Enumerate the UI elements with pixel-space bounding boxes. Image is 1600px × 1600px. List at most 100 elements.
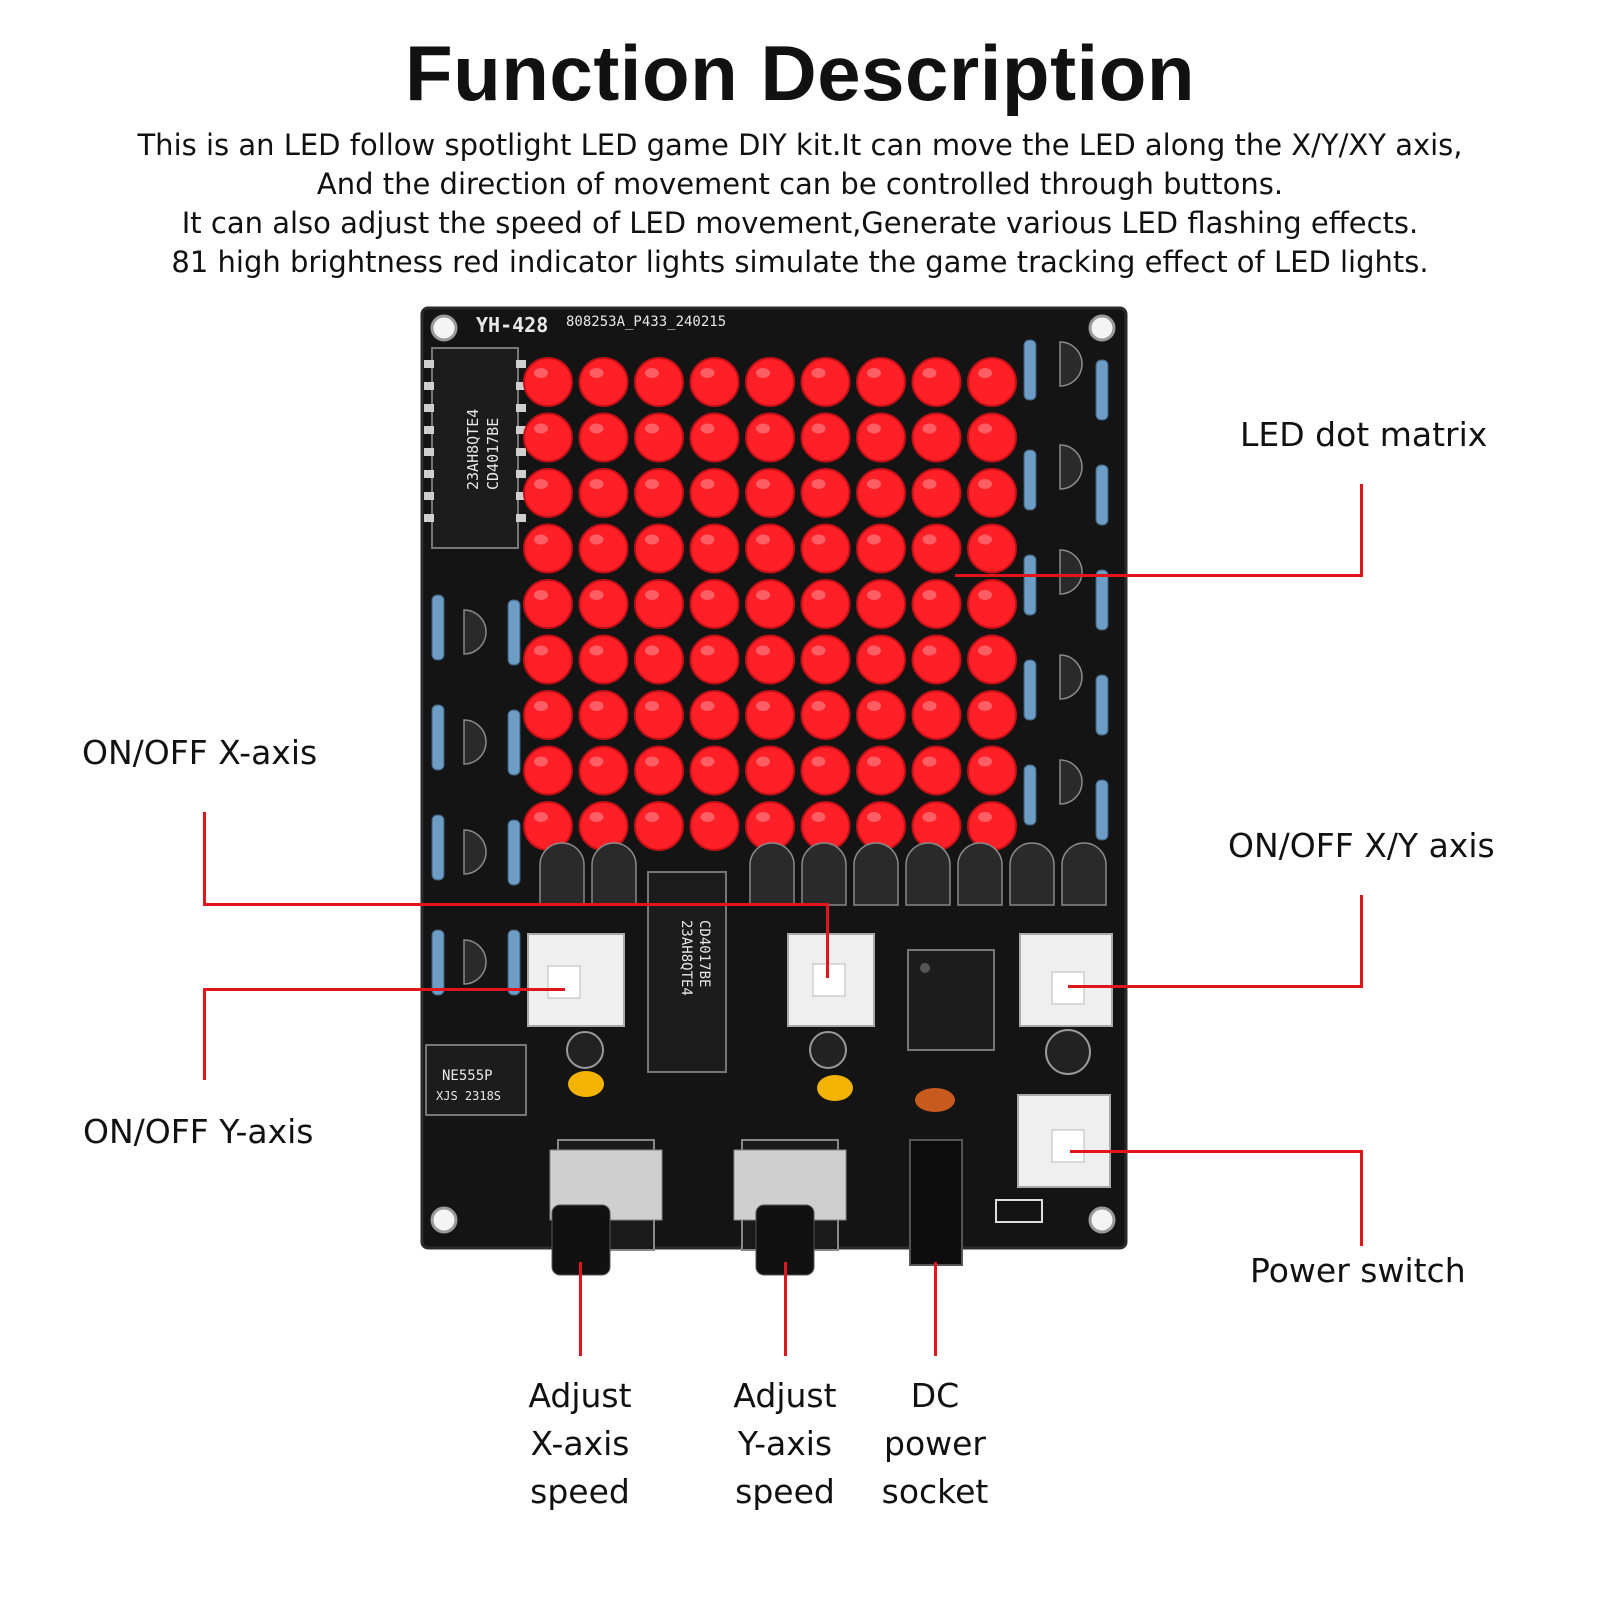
label-adjust-x-line1: Adjust bbox=[528, 1376, 632, 1415]
label-adjust-x-line3: speed bbox=[530, 1472, 630, 1511]
led-highlight bbox=[589, 756, 604, 767]
button-power bbox=[1017, 1094, 1111, 1188]
led bbox=[523, 745, 573, 796]
capacitors bbox=[566, 1029, 1091, 1112]
led bbox=[745, 523, 795, 574]
led bbox=[578, 634, 629, 685]
led bbox=[689, 412, 740, 463]
label-dc-line2: power bbox=[884, 1424, 986, 1463]
led bbox=[689, 579, 740, 629]
led-highlight bbox=[978, 812, 992, 822]
led-highlight bbox=[700, 368, 715, 378]
description-line-4: 81 high brightness red indicator lights … bbox=[171, 245, 1429, 279]
led-highlight bbox=[589, 479, 604, 489]
label-dc-line1: DC bbox=[910, 1376, 960, 1415]
led-highlight bbox=[756, 590, 770, 600]
led-highlight bbox=[756, 645, 770, 656]
led-highlight bbox=[589, 368, 604, 378]
leader-line-adjust-y bbox=[784, 1262, 787, 1356]
leader-line-led-matrix-v bbox=[1360, 484, 1363, 577]
led-highlight bbox=[811, 756, 826, 767]
led bbox=[745, 579, 795, 629]
led-dot-matrix bbox=[523, 357, 1017, 851]
led bbox=[689, 690, 740, 740]
led bbox=[967, 523, 1017, 574]
ic-mid-line2: CD4017BE bbox=[696, 920, 712, 987]
led-highlight bbox=[811, 534, 826, 545]
led bbox=[967, 579, 1017, 629]
label-on-off-y-axis: ON/OFF Y-axis bbox=[83, 1112, 314, 1151]
led-highlight bbox=[978, 534, 992, 545]
led bbox=[967, 468, 1017, 518]
leader-line-x-axis-v1 bbox=[203, 812, 206, 905]
led bbox=[967, 690, 1017, 740]
led bbox=[745, 357, 795, 407]
led bbox=[745, 468, 795, 518]
led-highlight bbox=[700, 645, 715, 656]
left-components bbox=[431, 594, 521, 996]
bottom-transistors bbox=[539, 842, 1107, 906]
led bbox=[523, 690, 573, 740]
led-highlight bbox=[922, 756, 937, 767]
led bbox=[800, 468, 851, 518]
led-highlight bbox=[700, 423, 715, 434]
led-highlight bbox=[645, 590, 659, 600]
led-highlight bbox=[867, 534, 881, 545]
led bbox=[856, 634, 906, 685]
potentiometers bbox=[549, 1139, 847, 1276]
pot-y-speed bbox=[733, 1139, 847, 1276]
led-highlight bbox=[645, 645, 659, 656]
led bbox=[578, 412, 629, 463]
description-line-1: This is an LED follow spotlight LED game… bbox=[137, 128, 1463, 162]
led-highlight bbox=[534, 590, 548, 600]
led-highlight bbox=[756, 479, 770, 489]
led-highlight bbox=[811, 701, 826, 711]
ic-ne555-right bbox=[907, 949, 995, 1051]
led-highlight bbox=[978, 479, 992, 489]
led-highlight bbox=[811, 645, 826, 656]
led bbox=[911, 579, 962, 629]
led bbox=[745, 690, 795, 740]
label-adjust-x-line2: X-axis bbox=[530, 1424, 630, 1463]
led bbox=[911, 634, 962, 685]
led-highlight bbox=[922, 812, 937, 822]
ic-mid-line1: 23AH8QTE4 bbox=[678, 920, 694, 996]
led bbox=[856, 357, 906, 407]
push-buttons bbox=[527, 933, 1113, 1188]
led-highlight bbox=[978, 590, 992, 600]
ic-555-line1: NE555P bbox=[442, 1068, 493, 1084]
led bbox=[578, 523, 629, 574]
led bbox=[800, 690, 851, 740]
led bbox=[745, 745, 795, 796]
led bbox=[911, 745, 962, 796]
led-highlight bbox=[978, 701, 992, 711]
led bbox=[856, 690, 906, 740]
led-highlight bbox=[978, 368, 992, 378]
led bbox=[800, 523, 851, 574]
led-highlight bbox=[811, 423, 826, 434]
led bbox=[745, 412, 795, 463]
led bbox=[689, 357, 740, 407]
dc-power-jack bbox=[909, 1139, 1043, 1266]
button-y-axis bbox=[787, 933, 875, 1027]
led bbox=[911, 801, 962, 851]
led bbox=[578, 579, 629, 629]
led-highlight bbox=[534, 534, 548, 545]
led bbox=[523, 579, 573, 629]
led-highlight bbox=[867, 479, 881, 489]
led bbox=[745, 634, 795, 685]
led-highlight bbox=[700, 812, 715, 822]
led bbox=[800, 634, 851, 685]
led bbox=[634, 690, 684, 740]
led-highlight bbox=[922, 590, 937, 600]
leader-line-led-matrix-h bbox=[955, 574, 1363, 577]
led-highlight bbox=[922, 645, 937, 656]
ic-cd4017-top: 23AH8QTE4 CD4017BE bbox=[424, 347, 526, 549]
led-highlight bbox=[867, 368, 881, 378]
board-code-label: 808253A_P433_240215 bbox=[566, 314, 726, 330]
led bbox=[578, 801, 629, 851]
led-highlight bbox=[978, 645, 992, 656]
led bbox=[634, 801, 684, 851]
led bbox=[578, 745, 629, 796]
led bbox=[800, 357, 851, 407]
